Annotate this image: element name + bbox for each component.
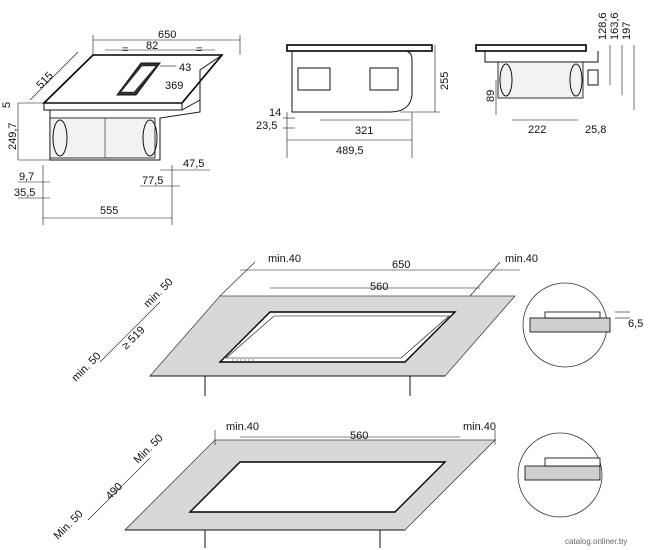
dim-82: 82: [146, 40, 158, 52]
dim-line-515: [29, 51, 79, 101]
isometric-view: 650 = 82 = 515 43 369 249,7 5 9,7 35,5 5…: [1, 29, 241, 225]
dim-ext: [469, 261, 501, 297]
dim-35-5: 35,5: [14, 187, 35, 199]
dim-cut1-min50-left: min. 50: [70, 350, 104, 384]
side-glass: [475, 44, 587, 52]
side-fan-end: [499, 63, 513, 97]
dim-197: 197: [621, 22, 633, 40]
dim-line-519: [99, 301, 161, 363]
dim-369: 369: [165, 80, 183, 92]
dim-23-5: 23,5: [256, 120, 277, 132]
fan-motor-left: [52, 119, 68, 157]
vent-grille: [120, 65, 157, 93]
dim-cut1-650: 650: [392, 259, 410, 271]
detail-2-glass: [544, 457, 601, 467]
fan-housing: [49, 117, 156, 159]
front-view: 255 14 23,5 321 489,5: [256, 44, 451, 158]
fan-motor-right: [142, 119, 158, 157]
detail-1-worktop: [529, 317, 611, 333]
front-motor-right: [369, 67, 399, 91]
dim-cut1-min40-right: min.40: [505, 253, 538, 265]
front-glass: [286, 44, 433, 52]
dim-9-7: 9,7: [19, 171, 34, 183]
dim-cut2-min50-top: Min. 50: [132, 432, 166, 466]
dim-515: 515: [34, 70, 55, 91]
dim-cut2-490: 490: [104, 481, 125, 502]
dim-cut2-560: 560: [350, 430, 368, 442]
dim-128-6: 128,6: [597, 12, 609, 40]
dim-line-490: [87, 457, 151, 521]
side-fan: [497, 61, 584, 99]
hob-body-side: [181, 99, 201, 111]
cutout-surface: 560 min.40 min.40 Min. 50 490 Min. 50: [52, 421, 603, 548]
dim-489-5: 489,5: [336, 145, 364, 157]
side-view: 89 222 25,8 128,6 163,6 197: [475, 12, 635, 136]
dim-25-8: 25,8: [585, 124, 606, 136]
dim-cut2-min40-right: min.40: [463, 421, 496, 433]
dim-77-5: 77,5: [142, 175, 163, 187]
dim-cut1-min40-left: min.40: [268, 253, 301, 265]
dim-255: 255: [439, 72, 451, 90]
cutout-flush: 650 560 min.40 min.40 min. 50 ≥ 519 min.…: [70, 253, 643, 396]
dim-cut1-min50-top: min. 50: [142, 276, 176, 310]
cutout-1-rebate: [225, 315, 450, 359]
watermark: catalog.onliner.by: [565, 537, 627, 546]
side-outlet: [587, 69, 599, 86]
detail-2-worktop: [524, 465, 601, 481]
dim-equal-right: =: [196, 44, 202, 56]
cutout-2: [188, 461, 447, 513]
dim-5: 5: [1, 102, 13, 108]
dim-cut1-6-5: 6,5: [628, 318, 643, 330]
dim-555: 555: [100, 205, 118, 217]
dim-321: 321: [355, 125, 373, 137]
dim-43: 43: [179, 62, 191, 74]
dim-equal-left: =: [122, 44, 128, 56]
dim-cut1-560: 560: [370, 281, 388, 293]
cutout-1: [218, 311, 457, 363]
dim-222: 222: [528, 124, 546, 136]
side-body: [484, 51, 599, 63]
dim-14: 14: [269, 107, 281, 119]
dim-650: 650: [158, 29, 176, 41]
dim-249-7: 249,7: [7, 122, 19, 150]
dim-47-5: 47,5: [183, 158, 204, 170]
hob-edge: [43, 102, 183, 111]
dim-cut2-min50-left: Min. 50: [52, 508, 86, 542]
dim-ext: [219, 261, 256, 297]
dim-cut2-min40-left: min.40: [226, 421, 259, 433]
front-motor-left: [297, 67, 331, 91]
dim-163-6: 163,6: [609, 12, 621, 40]
dim-89: 89: [485, 90, 497, 102]
side-fan-end: [569, 63, 583, 97]
front-body: [291, 50, 413, 113]
detail-1-glass: [544, 311, 601, 319]
